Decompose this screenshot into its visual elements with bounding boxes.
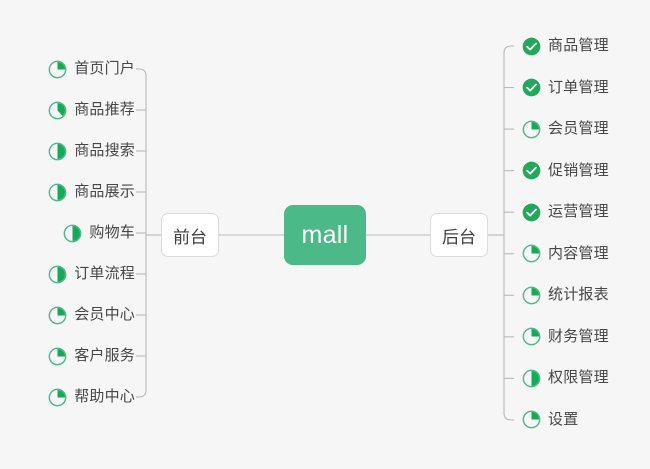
progress-pie-icon xyxy=(48,347,67,365)
leaf-item-label: 商品推荐 xyxy=(74,101,135,118)
leaf-item[interactable]: 购物车 xyxy=(63,220,135,246)
check-circle-icon xyxy=(522,78,541,97)
leaf-item-label: 商品展示 xyxy=(74,183,135,200)
leaf-item[interactable]: 首页门户 xyxy=(48,56,135,82)
leaf-item[interactable]: 财务管理 xyxy=(522,324,609,350)
progress-pie-icon xyxy=(48,101,67,119)
leaf-item-label: 权限管理 xyxy=(548,369,609,387)
leaf-item-label: 统计报表 xyxy=(548,286,609,304)
progress-pie-icon xyxy=(522,244,541,263)
leaf-item[interactable]: 商品展示 xyxy=(48,179,135,205)
leaf-item-label: 运营管理 xyxy=(548,203,609,221)
leaf-item[interactable]: 商品管理 xyxy=(522,33,609,59)
leaf-item-label: 促销管理 xyxy=(548,161,609,179)
leaf-item[interactable]: 统计报表 xyxy=(522,282,609,308)
progress-pie-icon xyxy=(48,265,67,283)
leaf-item[interactable]: 会员管理 xyxy=(522,116,609,142)
check-circle-icon xyxy=(522,161,541,180)
leaf-item[interactable]: 订单管理 xyxy=(522,75,609,101)
leaf-item[interactable]: 商品搜索 xyxy=(48,138,135,164)
progress-pie-icon xyxy=(48,60,67,78)
progress-pie-icon xyxy=(48,306,67,324)
leaf-item-label: 会员管理 xyxy=(548,120,609,138)
leaf-item[interactable]: 设置 xyxy=(522,407,578,433)
leaf-item-label: 帮助中心 xyxy=(74,388,135,405)
leaf-item[interactable]: 商品推荐 xyxy=(48,97,135,123)
leaf-item[interactable]: 促销管理 xyxy=(522,158,609,184)
leaf-item-label: 内容管理 xyxy=(548,244,609,262)
leaf-item-label: 会员中心 xyxy=(74,306,135,323)
check-circle-icon xyxy=(522,203,541,222)
progress-pie-icon xyxy=(522,411,541,429)
connector-line xyxy=(503,45,512,421)
progress-pie-icon xyxy=(522,369,541,388)
progress-pie-icon xyxy=(48,142,67,160)
leaf-item-label: 订单管理 xyxy=(548,78,609,96)
check-circle-icon xyxy=(522,37,541,55)
node-backend[interactable]: 后台 xyxy=(430,213,488,257)
leaf-item[interactable]: 帮助中心 xyxy=(48,384,135,410)
progress-pie-icon xyxy=(522,286,541,305)
leaf-item[interactable]: 订单流程 xyxy=(48,261,135,287)
progress-pie-icon xyxy=(48,388,67,406)
progress-pie-icon xyxy=(522,120,541,138)
progress-pie-icon xyxy=(64,224,82,242)
progress-pie-icon xyxy=(48,183,67,201)
node-frontend[interactable]: 前台 xyxy=(161,213,219,257)
leaf-item-label: 商品搜索 xyxy=(74,142,135,159)
leaf-item-label: 首页门户 xyxy=(74,60,135,77)
leaf-item-label: 财务管理 xyxy=(548,327,609,345)
node-frontend-label: 前台 xyxy=(173,227,207,247)
leaf-item-label: 购物车 xyxy=(89,224,135,241)
leaf-item[interactable]: 权限管理 xyxy=(522,365,609,391)
leaf-item-label: 设置 xyxy=(548,410,579,428)
leaf-item[interactable]: 内容管理 xyxy=(522,241,609,267)
leaf-item[interactable]: 运营管理 xyxy=(522,199,609,225)
leaf-item-label: 商品管理 xyxy=(548,37,609,54)
node-root-mall[interactable]: mall xyxy=(284,205,366,265)
progress-pie-icon xyxy=(522,327,541,346)
leaf-item-label: 客户服务 xyxy=(74,347,135,364)
leaf-item[interactable]: 客户服务 xyxy=(48,343,135,369)
leaf-item[interactable]: 会员中心 xyxy=(48,302,135,328)
node-backend-label: 后台 xyxy=(442,227,476,247)
node-root-label: mall xyxy=(301,220,349,249)
leaf-item-label: 订单流程 xyxy=(74,265,135,282)
